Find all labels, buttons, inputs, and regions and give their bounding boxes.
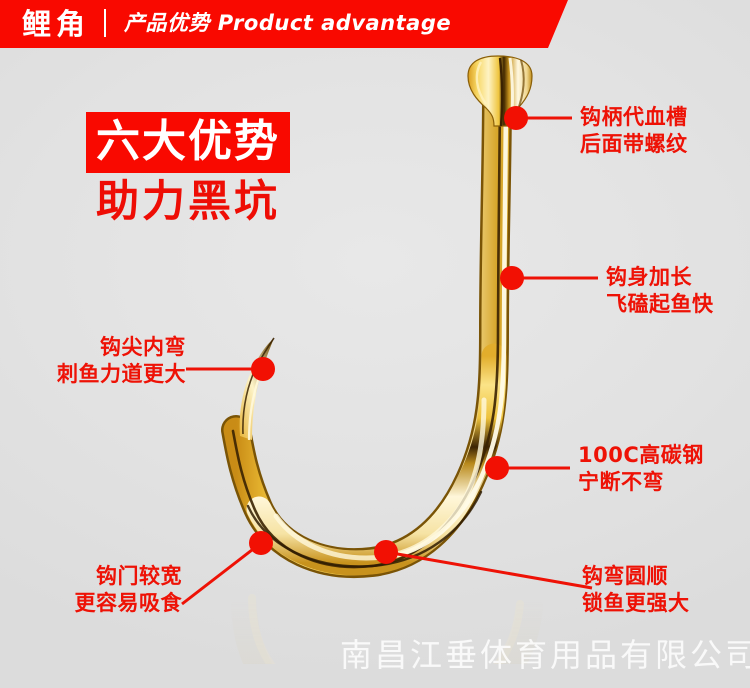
callout-text-line2: 宁断不弯 <box>578 470 664 494</box>
callout-text-line2: 更容易吸食 <box>74 591 182 615</box>
callout-label-hook-point: 钩尖内弯 刺鱼力道更大 <box>18 334 186 388</box>
callout-text-line2: 飞磕起鱼快 <box>606 292 714 316</box>
callout-text-line2: 锁鱼更强大 <box>582 591 690 615</box>
brand-logo: 鲤角 <box>22 7 91 41</box>
company-watermark: 南昌江垂体育用品有限公司 <box>340 636 750 674</box>
headline-block: 六大优势 助力黑坑 <box>86 112 290 224</box>
brand-divider <box>104 9 106 37</box>
callout-label-hook-shank: 钩身加长 飞磕起鱼快 <box>606 264 714 318</box>
callout-text-line1: 钩门较宽 <box>96 564 182 588</box>
callout-label-hook-gap: 钩门较宽 更容易吸食 <box>22 563 182 617</box>
hook-point-barb <box>239 337 275 441</box>
header-subtitle: 产品优势 Product advantage <box>124 11 452 35</box>
headline-primary: 六大优势 <box>86 112 290 173</box>
hook-body <box>221 81 512 578</box>
callout-text-line1: 100C高碳钢 <box>578 443 704 467</box>
callout-text-line1: 钩身加长 <box>606 265 692 289</box>
callout-label-hook-bend: 钩弯圆顺 锁鱼更强大 <box>582 563 690 617</box>
hook-reflection <box>231 585 543 664</box>
callout-text-line1: 钩弯圆顺 <box>582 564 668 588</box>
callout-text-line1: 钩尖内弯 <box>100 335 186 359</box>
header-banner: 鲤角 产品优势 Product advantage <box>0 0 568 48</box>
headline-secondary: 助力黑坑 <box>96 177 280 227</box>
callout-text-line2: 刺鱼力道更大 <box>57 362 186 386</box>
callout-text-line1: 钩柄代血槽 <box>580 105 688 129</box>
callout-label-hook-material: 100C高碳钢 宁断不弯 <box>578 442 704 496</box>
hook-eye-spade <box>467 55 533 127</box>
callout-label-hook-eye: 钩柄代血槽 后面带螺纹 <box>580 104 688 158</box>
callout-text-line2: 后面带螺纹 <box>580 132 688 156</box>
